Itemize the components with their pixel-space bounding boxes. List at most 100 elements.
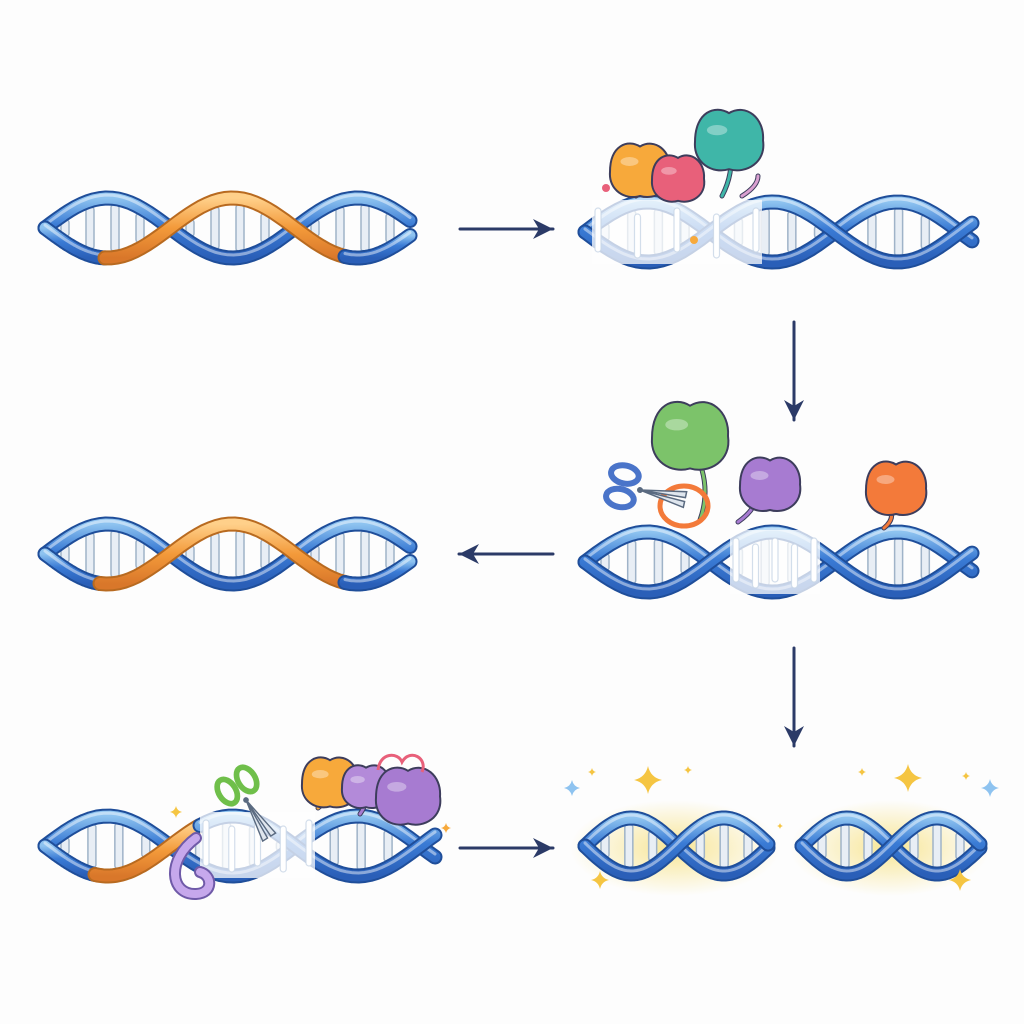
scissors-blade [245,799,269,843]
protein-shine [387,782,407,792]
helix-strand-front-end-highlight [343,231,412,257]
base-pair-rung [235,529,245,579]
arrow-icon [533,219,553,239]
base-pair-rung [719,823,729,869]
step-3-helix-cut [577,401,980,600]
broken-rung [790,543,799,589]
sparkle-icon [684,766,692,774]
protein-loop [376,753,425,773]
scissors-handle [214,776,241,807]
base-pair-rung [932,823,942,869]
arrow-1-right [458,219,555,239]
protein-complex-icon [650,154,706,203]
arrow-2-down [784,320,804,422]
particle [602,184,610,192]
arrow-4-down [784,646,804,748]
helix-strand-front-highlight [800,813,982,873]
base-pair-rung [920,214,931,250]
guide-loop [657,483,711,529]
sparkle-icon [949,869,971,891]
sparkle-icon [634,766,662,794]
helix-strand-front-end [339,230,416,264]
helix-strand-front-highlight [43,549,102,582]
protein-complex-icon [650,401,730,471]
protein-stalk [740,174,760,198]
step-6-helix-split [564,764,999,896]
broken-rung [633,213,642,259]
helix-strand-front [39,548,106,589]
base-pair-rung [210,206,220,250]
edited-strand [94,518,351,590]
arrow-icon [784,400,804,420]
base-pair-rung [653,538,664,586]
edited-strand [99,192,351,264]
helix-strand-back-outline [37,516,418,592]
base-pair-rung [360,203,370,253]
broken-rung [305,819,313,867]
broken-rung [673,207,681,253]
protein-shine [350,776,365,784]
scissors-handle [603,485,637,511]
base-pair-rung [114,822,124,870]
protein-shine [750,471,769,480]
base-pair-rung [356,821,366,871]
helix-strand-back-outline [37,190,418,266]
broken-rung [810,537,818,583]
base-pair-rung [335,532,345,576]
protein-shine [665,419,689,431]
helix-strand-front [39,840,101,880]
protein-shine [876,475,895,484]
helix-strand-back-highlight [583,197,974,261]
base-pair-rung [840,823,850,869]
broken-rung [732,537,740,583]
step-4-helix-repaired [37,516,418,592]
scissors-pivot [637,487,643,493]
protein-complex-icon [374,766,442,826]
base-pair-rung [235,203,245,253]
scissors-blade [639,489,688,499]
broken-rung [752,207,760,253]
protein-shine [661,167,677,175]
base-pair-rung [920,544,931,580]
arrow-icon [533,838,553,858]
base-pair-rung [893,537,904,587]
broken-rung [279,825,287,873]
base-pair-rung [626,539,637,585]
base-pair-rung [893,207,904,257]
arrow-5-right [458,838,555,858]
helix-strand-back [39,192,416,264]
helix-strand-front-highlight [583,813,770,873]
helix-strand-front [796,812,986,880]
base-pair-rung [867,543,877,581]
helix-strand-back-highlight [43,193,412,257]
base-pair-rung [383,829,393,863]
helix-strand-front-end-highlight [343,557,412,583]
sparkle-icon [170,806,182,818]
edited-strand [89,820,206,882]
helix-strand-back-highlight [43,519,412,583]
sparkle-icon [777,823,783,829]
arrow-3-left [457,544,555,564]
protein-shine [311,770,329,779]
base-pair-rung [85,532,95,576]
base-pair-rung [87,823,97,869]
sparkle-icon [588,768,596,776]
broken-rung [751,543,760,589]
broken-rung [202,819,210,867]
base-pair-rung [329,826,339,866]
helix-strand-back [39,518,416,590]
base-pair-rung [624,823,634,869]
scissors-handle [233,764,260,795]
protein-shine [620,157,639,166]
helix-strand-front [39,222,111,264]
helix-strand-front-highlight [583,527,974,591]
particle [690,236,698,244]
base-pair-rung [760,207,770,257]
base-pair-rung [867,213,877,251]
base-pair-rung [210,532,220,576]
scissors-handle [608,462,642,487]
sparkle-icon [894,764,922,792]
step-1-helix [37,190,418,266]
helix-strand-front [579,812,774,880]
